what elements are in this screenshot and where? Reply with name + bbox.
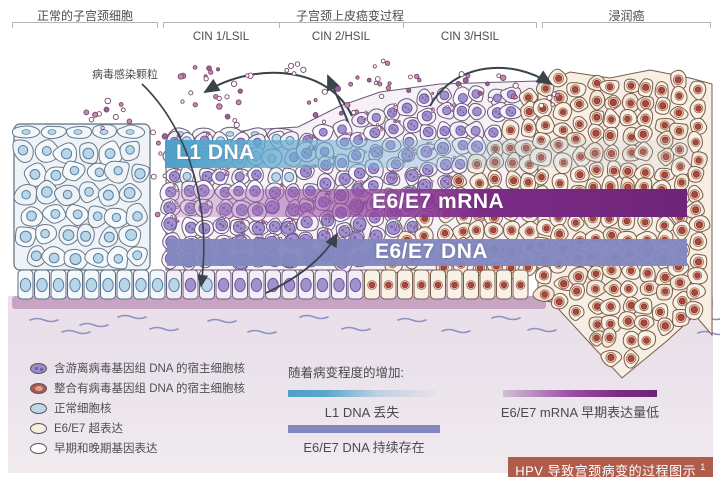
bracket-divider-cin2-cin3 [403,22,404,28]
bracket-carcinogenesis [163,22,537,28]
episomal-nucleus-icon [30,362,47,374]
progression-heading: 随着病变程度的增加: [288,366,404,380]
caption-banner: HPV 导致宫颈病变的过程图示 1 [508,457,713,479]
e6e7-dna-persistence-bar [288,425,440,433]
caption-reference: 1 [700,462,706,472]
legend-item-label: 整合有病毒基因组 DNA 的宿主细胞核 [54,383,246,395]
band-label-e6e7-dna: E6/E7 DNA [375,240,489,263]
e6e7-overexpression-icon [30,422,47,434]
legend-item-label: E6/E7 超表达 [54,423,124,435]
virus-particles-label: 病毒感染颗粒 [92,69,158,81]
bracket-normal [12,22,158,28]
integrated-nucleus-icon [30,382,47,394]
legend-item-label: 含游离病毒基因组 DNA 的宿主细胞核 [54,363,246,375]
normal-nucleus-icon [30,402,47,414]
legend-item-label: 正常细胞核 [54,403,112,415]
mrna-low-label: E6/E7 mRNA 早期表达量低 [500,405,660,420]
legend-item: 正常细胞核 [30,400,245,416]
l1-loss-label: L1 DNA 丢失 [324,405,400,420]
band-label-l1-dna: L1 DNA [176,141,255,164]
stage-label-cin1: CIN 1/LSIL [192,31,250,43]
l1-loss-gradient-bar [288,390,436,397]
bracket-divider-cin1-cin2 [279,22,280,28]
legend-item: 早期和晚期基因表达 [30,440,245,456]
caption-text: HPV 导致宫颈病变的过程图示 [515,463,697,479]
legend-item-label: 早期和晚期基因表达 [54,443,158,455]
early-late-gene-icon [30,442,47,454]
stage-label-cin2: CIN 2/HSIL [311,31,371,43]
bracket-invasive [542,22,711,28]
mrna-low-gradient-bar [503,390,657,397]
legend-item: E6/E7 超表达 [30,420,245,436]
stage-label-cin3: CIN 3/HSIL [440,31,500,43]
section-label-invasive-cancer: 浸润癌 [608,9,645,23]
section-label-normal-cells: 正常的子宫颈细胞 [36,9,133,23]
legend-item: 含游离病毒基因组 DNA 的宿主细胞核 [30,360,245,376]
legend: 含游离病毒基因组 DNA 的宿主细胞核 整合有病毒基因组 DNA 的宿主细胞核 … [30,360,245,456]
band-label-e6e7-mrna: E6/E7 mRNA [372,190,505,213]
e6e7-dna-persistence-label: E6/E7 DNA 持续存在 [303,440,425,455]
section-label-carcinogenesis: 子宫颈上皮癌变过程 [295,9,404,23]
legend-item: 整合有病毒基因组 DNA 的宿主细胞核 [30,380,245,396]
